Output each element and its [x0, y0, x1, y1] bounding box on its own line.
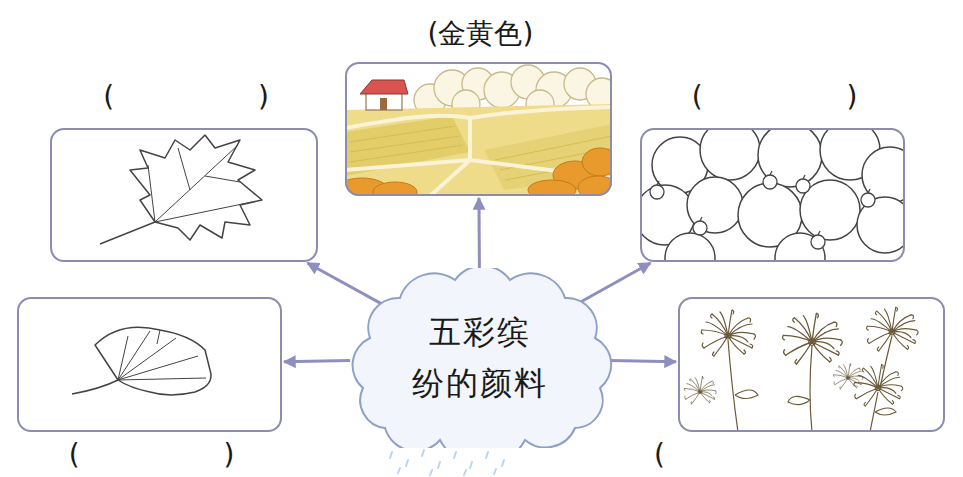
fruit-tree — [868, 189, 870, 193]
picture-box: ( ) — [17, 297, 282, 432]
farm-scene — [373, 182, 417, 196]
ginkgo-leaf — [72, 380, 118, 394]
cloud-outline — [345, 268, 615, 448]
rain-drops — [390, 450, 504, 475]
paint-cloud: 五彩缤 纷的颜料 — [345, 268, 615, 448]
answer-blank: ( — [654, 438, 665, 472]
farm-scene — [345, 148, 612, 196]
answer-blank: ( ) — [19, 438, 284, 472]
fruit-tree — [700, 129, 760, 180]
rain-drops — [390, 450, 504, 475]
fruit-tree — [700, 217, 702, 221]
farm-scene — [578, 176, 612, 196]
fruit-tree — [693, 221, 707, 235]
maple-leaf — [100, 222, 155, 244]
fruit-tree — [775, 233, 825, 261]
chrysanthemums — [783, 313, 843, 364]
fruit-tree — [650, 185, 664, 199]
fruit-tree — [770, 171, 772, 175]
house — [360, 80, 408, 94]
farm-scene — [582, 148, 612, 176]
house — [360, 80, 408, 110]
chrysanthemums — [854, 365, 903, 406]
chrysanthemums — [684, 307, 918, 431]
chrysanthemums — [728, 336, 896, 431]
maple-leaf — [130, 135, 262, 240]
farm-scene — [345, 104, 612, 196]
arrow-connector — [284, 361, 350, 362]
ginkgo-leaf — [118, 330, 206, 380]
chrysanthemums — [701, 310, 755, 356]
answer-blank: ( ) — [642, 80, 907, 114]
fruit-tree — [763, 175, 777, 189]
fruit-tree — [861, 193, 875, 207]
arrow-connector — [477, 198, 480, 274]
ginkgo-leaf — [95, 327, 211, 395]
farm-scene — [345, 62, 612, 196]
chrysanthemums — [735, 390, 896, 415]
arrow-connector — [610, 361, 676, 362]
fruit-tree — [796, 179, 810, 193]
chrysanthemums — [728, 336, 892, 431]
fruit-tree — [803, 175, 805, 179]
maple-leaf — [100, 135, 262, 244]
fruit-tree — [650, 171, 875, 249]
cloud-shape — [353, 268, 612, 448]
fruit-tree — [641, 129, 904, 261]
farm-scene — [345, 62, 612, 196]
maple-leaf — [148, 145, 252, 222]
farm-scene — [350, 126, 463, 162]
fruit-tree — [657, 181, 659, 185]
farm-scene — [528, 180, 576, 196]
chrysanthemums — [684, 376, 717, 404]
arrow-connector — [578, 263, 650, 303]
center-title: 五彩缤 纷的颜料 — [395, 307, 565, 409]
fruit-tree — [818, 231, 820, 235]
arrow-connector — [307, 263, 381, 304]
picture-box: ( ) — [640, 128, 905, 262]
answer-blank: ( ) — [52, 80, 320, 114]
house — [380, 98, 387, 110]
chrysanthemums — [833, 364, 863, 389]
picture-box: ( — [678, 297, 945, 432]
ginkgo-leaf — [72, 327, 211, 395]
answer-blank: (金黄色) — [347, 17, 614, 51]
house — [366, 92, 402, 110]
fruit-tree — [665, 233, 715, 261]
fruit-tree — [811, 235, 825, 249]
picture-box: (金黄色) — [345, 62, 612, 196]
picture-box: ( ) — [50, 128, 318, 262]
chrysanthemums — [867, 307, 919, 351]
